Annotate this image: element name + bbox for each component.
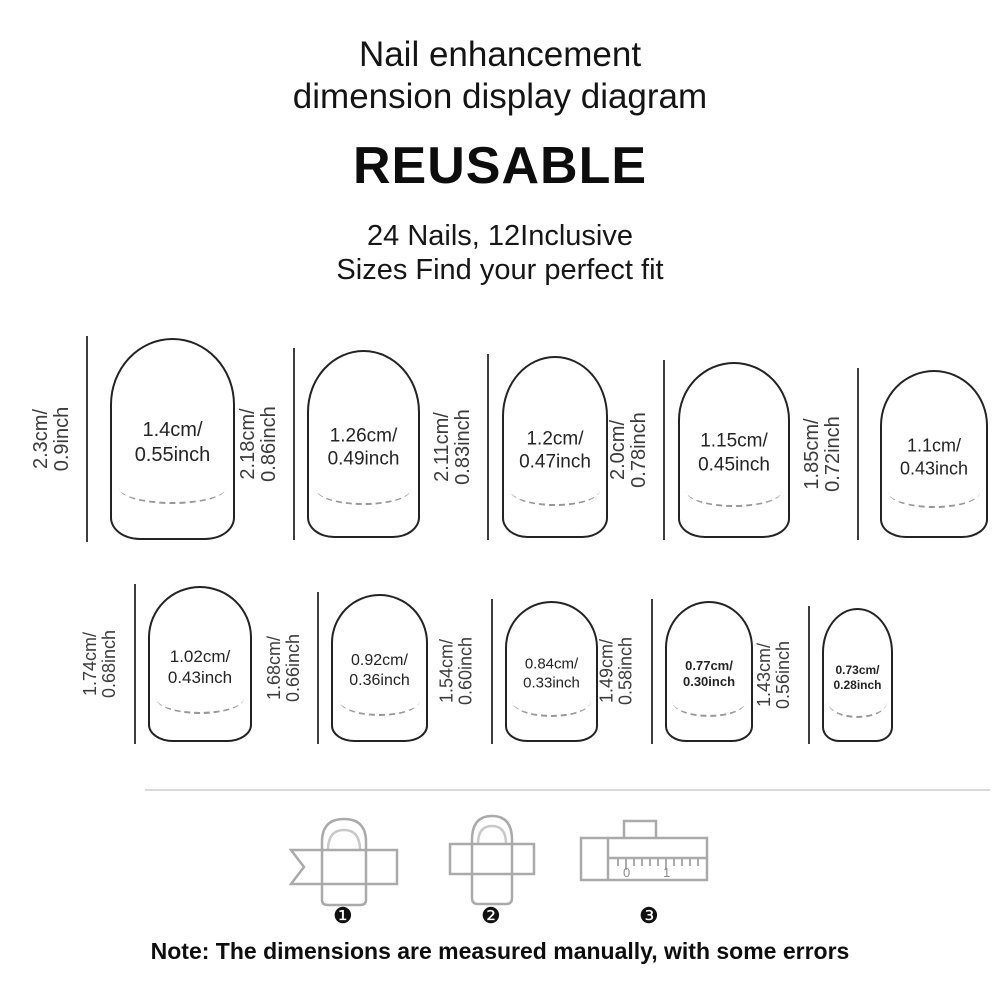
step2-nail-tape-wrap-icon xyxy=(448,814,536,906)
nail-outline: 1.02cm/ 0.43inch xyxy=(148,586,252,742)
title-line2: dimension display diagram xyxy=(292,77,708,116)
length-measure-line xyxy=(808,606,810,744)
nail-outline: 1.15cm/ 0.45inch xyxy=(678,362,790,538)
nail-width-label: 1.26cm/ 0.49inch xyxy=(327,424,400,470)
nail-length-label: 1.68cm/ 0.66inch xyxy=(264,633,303,703)
subtitle: 24 Nails, 12Inclusive Sizes Find your pe… xyxy=(0,219,1000,287)
nail-width-label: 0.84cm/ 0.33inch xyxy=(523,655,580,692)
smile-line xyxy=(512,701,591,717)
length-measure-line xyxy=(651,599,653,744)
nail-width-label: 1.15cm/ 0.45inch xyxy=(698,430,770,476)
nail-outline: 1.1cm/ 0.43inch xyxy=(880,370,988,538)
nail-length-label: 1.49cm/ 0.58inch xyxy=(596,636,636,706)
nail-length-label: 1.85cm/ 0.72inch xyxy=(801,416,844,492)
nail-width-label: 0.77cm/ 0.30inch xyxy=(682,657,736,690)
nail-outline: 0.84cm/ 0.33inch xyxy=(505,601,598,742)
nail-length-label: 1.54cm/ 0.60inch xyxy=(436,636,476,706)
nail-width-label: 1.4cm/ 0.55inch xyxy=(134,418,211,466)
step3-number: ❸ xyxy=(639,903,659,928)
step1-number: ❶ xyxy=(333,903,353,928)
nail-length-label: 2.11cm/ 0.83inch xyxy=(431,409,474,485)
step2-number: ❷ xyxy=(481,903,501,928)
length-measure-line xyxy=(134,584,136,744)
smile-line xyxy=(672,701,746,717)
nail-length-label: 1.74cm/ 0.68inch xyxy=(80,629,119,699)
reusable-headline: REUSABLE xyxy=(352,137,648,195)
step1-nail-on-tape-icon xyxy=(288,817,399,907)
nail-outline: 1.2cm/ 0.47inch xyxy=(502,356,608,538)
page-title: Nail enhancement dimension display diagr… xyxy=(0,34,1000,118)
nail-length-label: 2.18cm/ 0.86inch xyxy=(237,406,280,482)
ruler-one-label: 1 xyxy=(663,865,670,880)
length-measure-line xyxy=(293,348,295,540)
nail-outline: 0.77cm/ 0.30inch xyxy=(665,601,753,742)
smile-line xyxy=(686,491,782,507)
length-measure-line xyxy=(317,592,319,744)
nail-width-label: 1.1cm/ 0.43inch xyxy=(899,435,969,479)
nail-width-label: 0.92cm/ 0.36inch xyxy=(349,651,410,689)
step3-ruler-icon: 0 1 xyxy=(579,819,709,882)
nail-outline: 1.26cm/ 0.49inch xyxy=(307,350,420,538)
length-measure-line xyxy=(487,354,489,540)
length-measure-line xyxy=(663,360,665,540)
smile-line xyxy=(119,488,226,505)
nail-width-label: 1.2cm/ 0.47inch xyxy=(519,427,591,473)
note-text: Note: The dimensions are measured manual… xyxy=(150,938,850,964)
nail-outline: 0.73cm/ 0.28inch xyxy=(822,608,893,742)
ruler-zero-label: 0 xyxy=(623,865,630,880)
subtitle-line2: Sizes Find your perfect fit xyxy=(336,254,664,287)
smile-line xyxy=(888,492,980,509)
smile-line xyxy=(510,490,600,506)
length-measure-line xyxy=(857,368,859,540)
nail-length-label: 1.43cm/ 0.56inch xyxy=(754,640,793,710)
smile-line xyxy=(315,489,412,505)
nail-outline: 0.92cm/ 0.36inch xyxy=(331,594,428,742)
nail-width-label: 0.73cm/ 0.28inch xyxy=(833,662,882,692)
nail-length-label: 2.3cm/ 0.9inch xyxy=(30,406,73,472)
title-line1: Nail enhancement xyxy=(358,35,642,74)
length-measure-line xyxy=(491,599,493,744)
subtitle-line1: 24 Nails, 12Inclusive xyxy=(367,220,633,252)
smile-line xyxy=(156,698,244,715)
length-measure-line xyxy=(86,336,88,542)
nail-width-label: 1.02cm/ 0.43inch xyxy=(167,646,233,688)
smile-line xyxy=(828,702,887,718)
nail-outline: 1.4cm/ 0.55inch xyxy=(110,338,235,540)
smile-line xyxy=(338,700,421,716)
section-divider xyxy=(145,789,990,791)
nail-length-label: 2.0cm/ 0.78inch xyxy=(607,412,650,488)
